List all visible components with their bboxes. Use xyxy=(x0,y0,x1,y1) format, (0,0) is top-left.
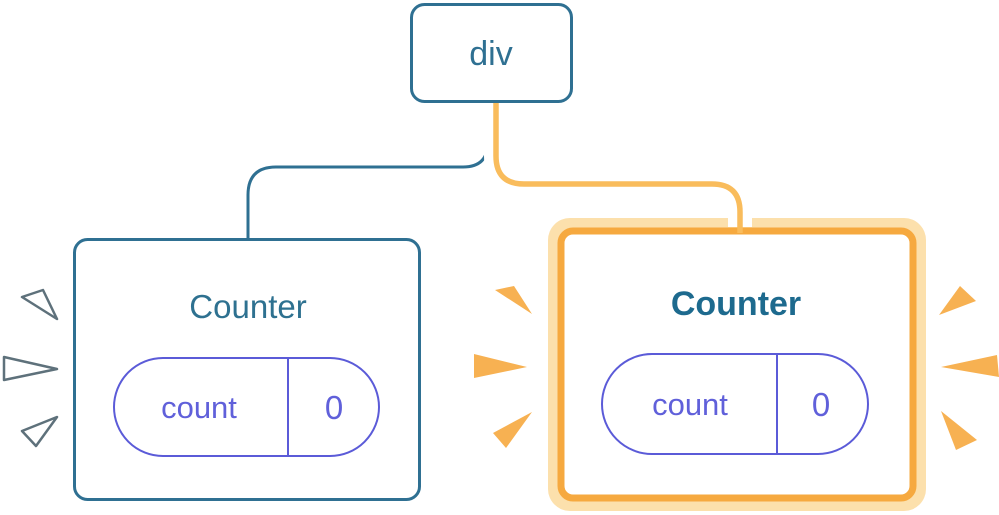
counter-card-left: Counter count 0 xyxy=(73,238,421,501)
counter-card-left-border xyxy=(73,238,421,501)
state-value-left: 0 xyxy=(325,389,343,426)
connector-root-to-right-counter-casing xyxy=(484,102,752,227)
burst-ray xyxy=(2,355,59,382)
state-value-right: 0 xyxy=(812,386,830,423)
burst-ray xyxy=(493,412,532,448)
state-pill-left: count 0 xyxy=(113,357,380,457)
burst-ray xyxy=(495,286,532,314)
state-pill-left-outline xyxy=(113,357,380,457)
burst-group-right xyxy=(939,286,999,450)
root-node-box xyxy=(410,3,573,103)
burst-ray xyxy=(939,286,976,315)
burst-ray xyxy=(20,415,59,448)
state-key-right: count xyxy=(652,387,728,422)
burst-ray xyxy=(941,355,999,377)
counter-card-right-border xyxy=(557,227,917,502)
counter-card-right xyxy=(548,218,926,511)
burst-ray xyxy=(20,288,59,321)
burst-group-left xyxy=(2,288,59,448)
burst-ray xyxy=(941,411,977,450)
root-node: div xyxy=(410,3,573,103)
burst-ray xyxy=(474,354,527,378)
counter-title-right: Counter xyxy=(671,285,801,323)
burst-group-middle xyxy=(474,286,532,448)
connector-root-to-right-counter xyxy=(493,102,743,233)
root-node-label: div xyxy=(469,35,512,73)
connector-root-to-left-counter xyxy=(246,103,490,240)
state-pill-right: count 0 xyxy=(601,353,869,455)
counter-title-left: Counter xyxy=(189,288,306,325)
state-pill-right-outline xyxy=(601,353,869,455)
counter-card-right-content: Counter count 0 xyxy=(601,285,869,455)
state-key-left: count xyxy=(161,390,237,425)
